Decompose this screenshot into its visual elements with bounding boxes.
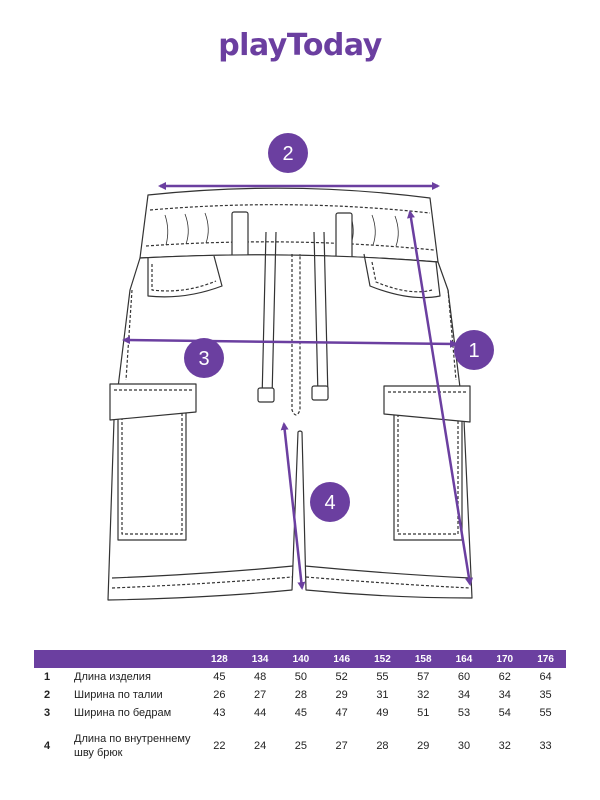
table-cell: 32 <box>417 689 430 701</box>
size-header: 152 <box>374 653 391 665</box>
table-cell: 35 <box>539 689 552 701</box>
table-cell: 47 <box>335 707 348 719</box>
measurement-name: Длина изделия <box>74 671 151 683</box>
table-cell: 48 <box>254 671 267 683</box>
table-cell: 52 <box>335 671 348 683</box>
table-cell: 45 <box>213 671 226 683</box>
table-row: 4 Длина по внутреннему шву брюк 22 24 25… <box>34 722 566 770</box>
row-number: 3 <box>44 707 51 719</box>
table-cell: 55 <box>376 671 389 683</box>
table-cell: 33 <box>539 740 552 752</box>
size-header: 158 <box>414 653 432 665</box>
table-row: 3 Ширина по бедрам 43 44 45 47 49 51 53 … <box>34 704 566 722</box>
table-cell: 28 <box>376 740 389 752</box>
table-cell: 31 <box>376 689 389 701</box>
table-cell: 54 <box>498 707 511 719</box>
brand-logo: playToday <box>218 28 382 63</box>
shorts-measurement-diagram: 2 3 1 4 <box>107 133 494 601</box>
table-row: 2 Ширина по талии 26 27 28 29 31 32 34 3… <box>34 686 566 704</box>
arrow-inseam <box>280 422 306 590</box>
shorts-drawing <box>107 187 473 601</box>
table-cell: 57 <box>417 671 430 683</box>
header-num-cell <box>34 650 70 668</box>
header-name-cell <box>70 650 199 668</box>
table-cell: 43 <box>213 707 226 719</box>
marker-label-1: 1 <box>468 340 479 362</box>
table-cell: 60 <box>457 671 471 683</box>
table-cell: 25 <box>294 740 308 752</box>
row-number: 2 <box>44 689 51 701</box>
table-row: 1 Длина изделия 45 48 50 52 55 57 60 62 … <box>34 668 566 686</box>
table-cell: 29 <box>335 689 348 701</box>
table-cell: 27 <box>254 689 267 701</box>
table-cell: 22 <box>213 740 226 752</box>
table-cell: 27 <box>335 740 348 752</box>
table-cell: 32 <box>498 740 511 752</box>
table-cell: 53 <box>457 707 471 719</box>
size-header: 170 <box>496 653 514 665</box>
table-cell: 29 <box>417 740 430 752</box>
size-header: 140 <box>292 653 310 665</box>
table-cell: 28 <box>294 689 308 701</box>
marker-badge-4: 4 <box>310 482 350 522</box>
size-header-row: 128 134 140 146 152 158 164 170 176 <box>34 650 566 668</box>
table-cell: 34 <box>457 689 471 701</box>
measurement-name: Ширина по талии <box>74 689 163 701</box>
size-chart-table: 128 134 140 146 152 158 164 170 176 1 Дл… <box>34 650 566 770</box>
table-cell: 62 <box>498 671 511 683</box>
size-header: 164 <box>455 653 473 665</box>
table-cell: 30 <box>457 740 471 752</box>
table-cell: 34 <box>498 689 511 701</box>
table-cell: 55 <box>539 707 552 719</box>
marker-badge-1: 1 <box>454 330 494 370</box>
table-cell: 26 <box>213 689 226 701</box>
measurement-name: Длина по внутреннему шву брюк <box>74 733 191 759</box>
table-cell: 24 <box>254 740 267 752</box>
marker-badge-2: 2 <box>268 133 308 173</box>
table-cell: 44 <box>254 707 267 719</box>
marker-label-3: 3 <box>198 348 209 370</box>
table-cell: 64 <box>539 671 552 683</box>
table-cell: 45 <box>294 707 308 719</box>
size-header: 134 <box>251 653 269 665</box>
size-header: 146 <box>333 653 351 665</box>
measurement-name: Ширина по бедрам <box>74 707 172 719</box>
table-cell: 50 <box>294 671 308 683</box>
size-header: 128 <box>211 653 228 665</box>
table-cell: 49 <box>376 707 389 719</box>
marker-label-2: 2 <box>282 143 293 165</box>
arrow-hip-width <box>122 336 458 348</box>
table-cell: 51 <box>417 707 430 719</box>
marker-label-4: 4 <box>324 492 335 514</box>
row-number: 1 <box>44 671 51 683</box>
arrow-length <box>407 210 473 586</box>
marker-badge-3: 3 <box>184 338 224 378</box>
measurement-arrows <box>122 182 473 590</box>
row-number: 4 <box>44 740 51 752</box>
size-header: 176 <box>537 653 554 665</box>
